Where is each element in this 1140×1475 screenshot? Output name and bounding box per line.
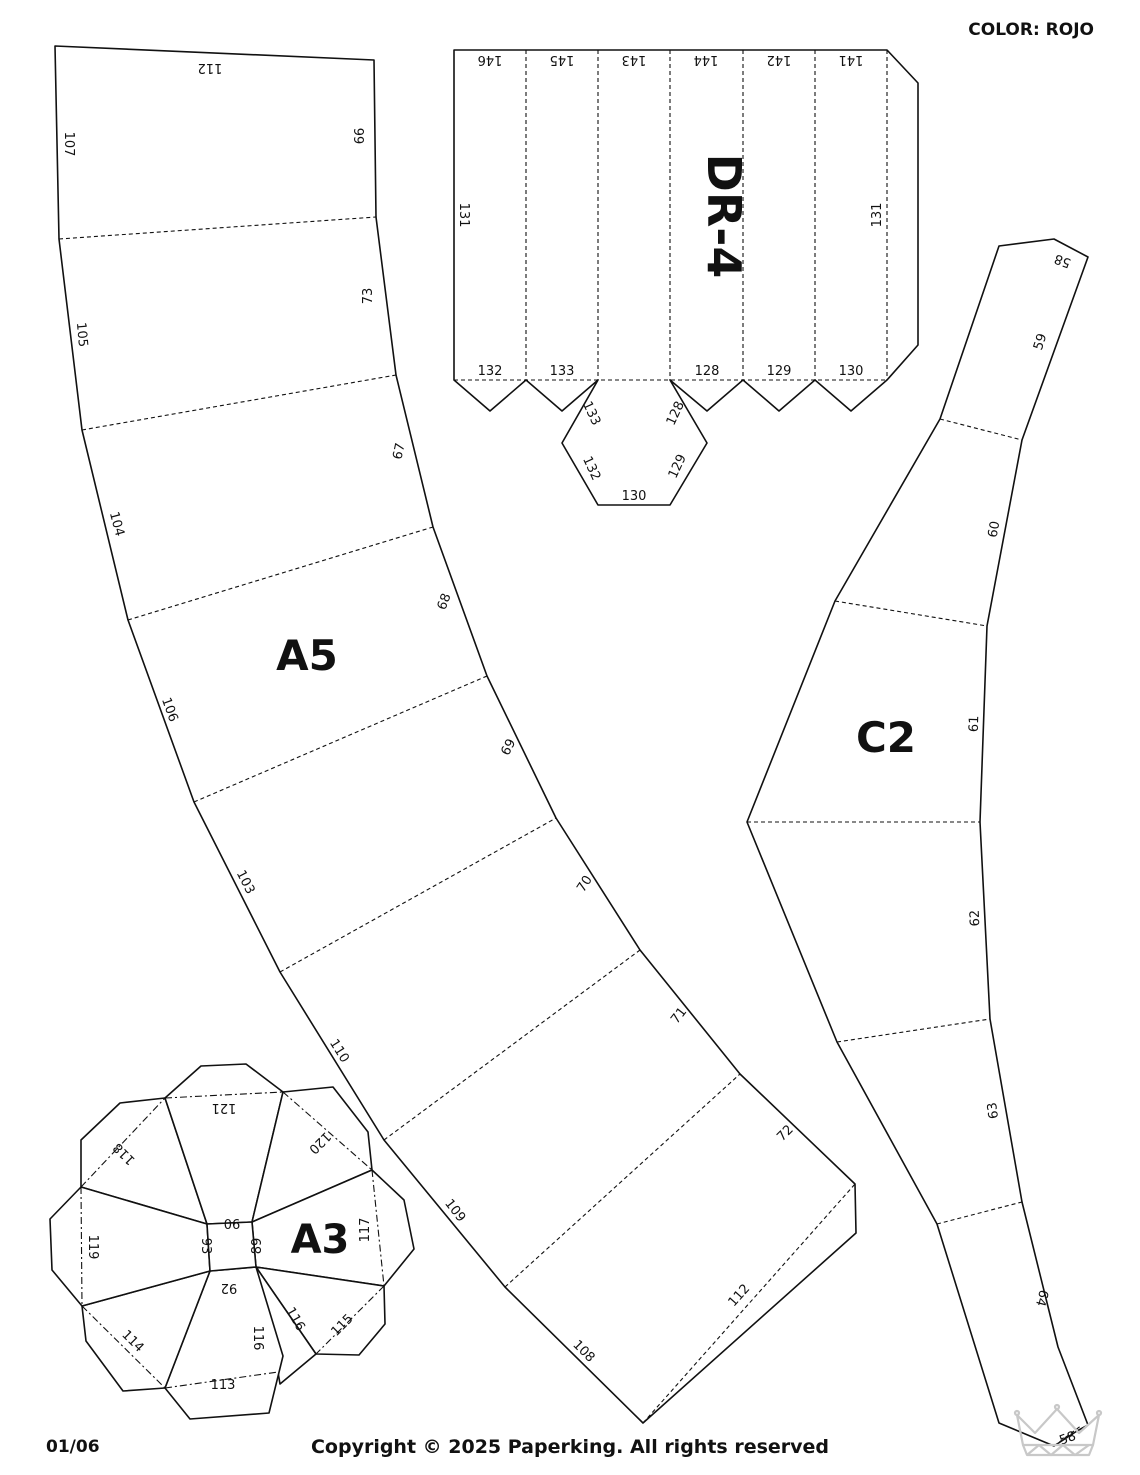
- a5-piece-name: A5: [276, 631, 338, 680]
- edge-label: 142: [767, 52, 792, 67]
- dr4-outline: [453, 49, 919, 506]
- edge-label: 133: [550, 364, 575, 379]
- edge-label: 117: [358, 1218, 373, 1243]
- edge-label: 58: [1052, 250, 1073, 270]
- edge-label: 130: [622, 489, 647, 504]
- edge-label: 90: [224, 1215, 241, 1230]
- edge-label: 112: [198, 60, 223, 75]
- c2-fold-lines: [747, 418, 1083, 1447]
- edge-label: 131: [456, 203, 471, 228]
- c2-edge-labels: 58 59 60 61 62 63 64 58: [967, 250, 1078, 1448]
- edge-label: 129: [767, 364, 792, 379]
- edge-label: 104: [106, 510, 127, 538]
- edge-label: 144: [694, 52, 719, 67]
- c2-piece-name: C2: [856, 713, 916, 762]
- edge-label: 59: [1031, 332, 1050, 352]
- a5-fold-lines: [58, 216, 856, 1424]
- edge-label: 92: [221, 1280, 238, 1295]
- edge-label: 143: [622, 52, 647, 67]
- dr4-piece-name: DR-4: [697, 154, 751, 279]
- dr4-fold-lines: [454, 50, 888, 381]
- edge-label: 145: [550, 52, 575, 67]
- edge-label: 141: [839, 52, 864, 67]
- edge-label: 67: [391, 442, 409, 461]
- edge-label: 66: [353, 128, 368, 145]
- edge-label: 121: [212, 1100, 237, 1115]
- piece-a5: A5 112 107 66 73 105 67 104 68 106 69 10…: [54, 45, 857, 1424]
- a3-piece-name: A3: [291, 1217, 350, 1263]
- piece-a3: A3 121 118 120 90 93 89 117 119 92 114 1…: [49, 1063, 415, 1420]
- edge-label: 116: [250, 1326, 265, 1351]
- edge-label: 131: [870, 203, 885, 228]
- edge-label: 113: [211, 1378, 236, 1393]
- edge-label: 128: [695, 364, 720, 379]
- edge-label: 63: [985, 1101, 1002, 1119]
- edge-label: 89: [250, 1238, 265, 1255]
- edge-label: 107: [61, 132, 76, 157]
- page-number: 01/06: [46, 1437, 100, 1457]
- edge-label: 68: [435, 591, 455, 612]
- edge-label: 69: [498, 737, 519, 759]
- copyright-notice: Copyright © 2025 Paperking. All rights r…: [310, 1436, 830, 1458]
- edge-label: 58: [1057, 1429, 1078, 1449]
- color-label: COLOR: ROJO: [968, 20, 1094, 40]
- edge-label: 130: [839, 364, 864, 379]
- edge-label: 93: [198, 1238, 213, 1255]
- a3-fold-lines: [80, 1091, 385, 1389]
- edge-label: 132: [478, 364, 503, 379]
- edge-label: 73: [361, 288, 376, 305]
- edge-label: 146: [478, 52, 503, 67]
- crown-icon: [1013, 1403, 1103, 1457]
- edge-label: 64: [1032, 1288, 1051, 1308]
- edge-label: 105: [73, 322, 90, 348]
- edge-label: 119: [85, 1235, 100, 1260]
- dr4-edge-labels: 146 145 143 144 142 141 131 131 132 133 …: [456, 52, 885, 504]
- edge-label: 61: [967, 715, 983, 732]
- edge-label: 62: [968, 910, 984, 927]
- piece-dr4: DR-4 146 145 143 144 142 141 131 131 132…: [453, 49, 919, 506]
- a3-flaps: [49, 1063, 415, 1420]
- edge-label: 60: [986, 520, 1004, 539]
- a5-outline: [54, 45, 857, 1424]
